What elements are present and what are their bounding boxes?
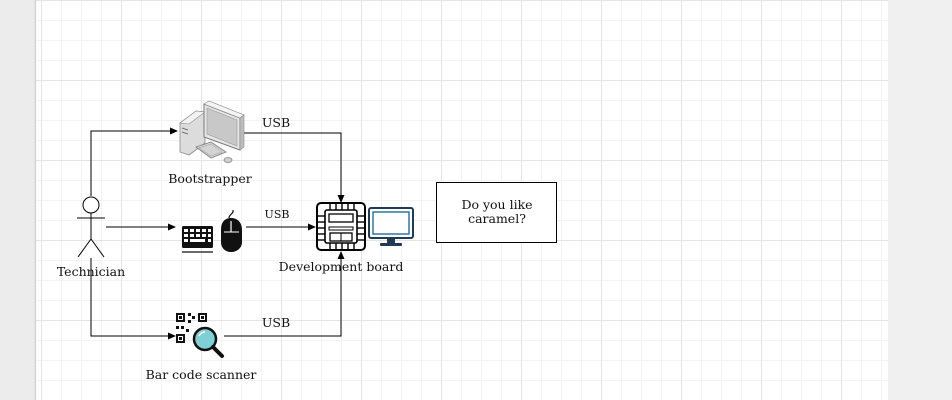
edge-label-usb-middle: USB: [265, 208, 290, 221]
keyboard-mouse-icon[interactable]: [182, 209, 242, 253]
right-gutter: [888, 0, 952, 400]
edge-label-usb-bottom: USB: [262, 315, 290, 330]
edge-label-usb-top: USB: [262, 115, 290, 130]
monitor-icon[interactable]: [368, 207, 414, 246]
edge-bootstrapper-to-board[interactable]: [242, 132, 345, 203]
qr-code-scanner-icon[interactable]: [176, 313, 224, 358]
bootstrapper-label: Bootstrapper: [168, 171, 252, 186]
circuit-board-icon[interactable]: [316, 202, 366, 251]
edge-scanner-to-board[interactable]: [224, 251, 345, 337]
note-line-1: Do you like: [461, 197, 532, 212]
note-line-2: caramel?: [468, 211, 526, 226]
edge-technician-to-scanner[interactable]: [90, 258, 176, 340]
bar-code-scanner-label: Bar code scanner: [146, 367, 257, 382]
technician-label: Technician: [57, 264, 125, 279]
desktop-computer-icon[interactable]: [179, 100, 245, 163]
note-box[interactable]: Do you like caramel?: [436, 182, 557, 243]
development-board-label: Development board: [279, 259, 404, 274]
edge-technician-to-bootstrapper[interactable]: [90, 127, 178, 196]
stick-figure-actor-icon[interactable]: [77, 196, 105, 258]
